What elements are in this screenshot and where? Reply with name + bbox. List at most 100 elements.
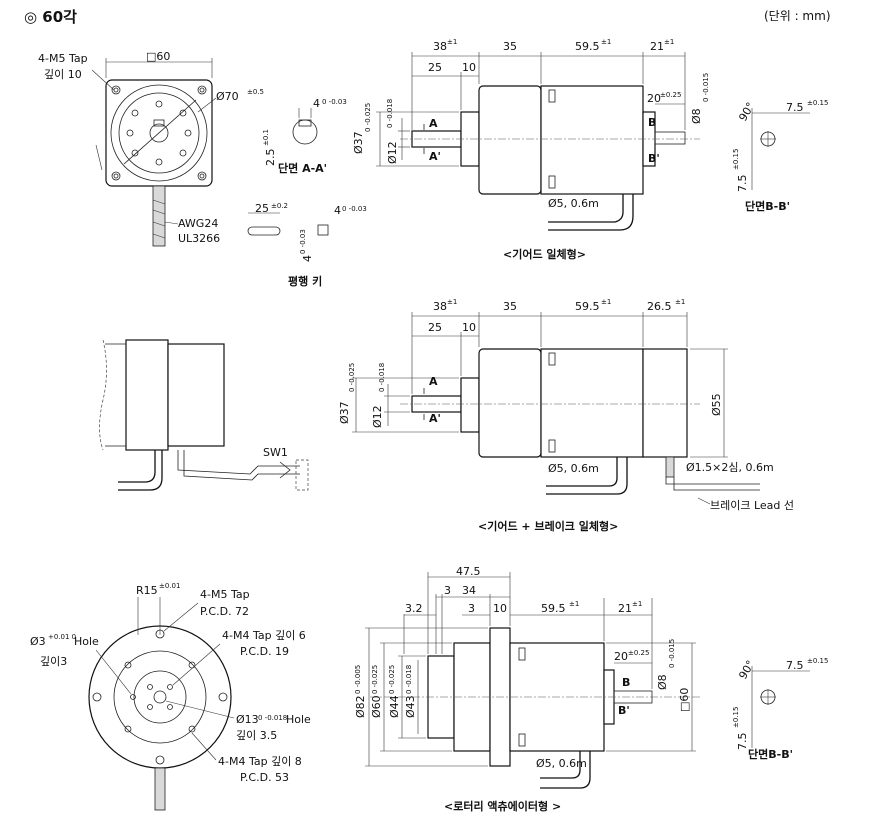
sec-a-dim-top-tol: 0 -0.03 — [322, 98, 347, 106]
rot-hole3-tol: +0.01 0 — [48, 633, 76, 641]
front-cable1: AWG24 — [178, 217, 218, 230]
brake-d265: 26.5 — [647, 300, 672, 313]
geared-d37-tol: 0 -0.025 — [364, 103, 372, 132]
rot-tap5: 4-M5 Tap — [200, 588, 250, 601]
side-sw: SW1 — [263, 446, 288, 459]
brake-d595-tol: ±1 — [601, 298, 611, 306]
rotary-front: R15 ±0.01 4-M5 Tap P.C.D. 72 4-M4 Tap 깊이… — [30, 582, 311, 811]
rot-d595-tol: ±1 — [569, 600, 579, 608]
geared-d35: 35 — [503, 40, 517, 53]
brake-caption: <기어드 + 브레이크 일체형> — [478, 519, 618, 533]
brake-d37: Ø37 — [338, 401, 351, 424]
brake-a: A — [429, 375, 438, 388]
front-cable2: UL3266 — [178, 232, 220, 245]
front-depth-label: 깊이 10 — [44, 68, 82, 81]
geared-d10: 10 — [462, 61, 476, 74]
front-square-label: □60 — [146, 50, 170, 63]
brake-d265-tol: ±1 — [675, 298, 685, 306]
brake-d25: 25 — [428, 321, 442, 334]
sec-b2-d90: 90° — [736, 658, 757, 681]
geared-d21-tol: ±1 — [664, 38, 674, 46]
rot-d10: 10 — [493, 602, 507, 615]
sec-b1-d75v-tol: ±0.15 — [732, 149, 740, 170]
geared-cable: Ø5, 0.6m — [548, 197, 599, 210]
key-w: 4 — [334, 204, 341, 217]
front-tap-label: 4-M5 Tap — [38, 52, 88, 65]
rot-caption: <로터리 액츄에이터형 > — [444, 799, 561, 813]
front-dia-label: Ø70 — [216, 90, 239, 103]
geared-b: B — [648, 116, 656, 129]
sec-b1-d75v: 7.5 — [736, 175, 749, 193]
rot-d44-tol: 0 -0.025 — [388, 665, 396, 694]
rot-hole13: Ø13 — [236, 713, 259, 726]
geared-d20: 20 — [647, 92, 661, 105]
parallel-key: 25 ±0.2 4 0 -0.03 4 0 -0.03 평행 키 — [247, 202, 367, 288]
sec-a-dim-side-tol: ±0.1 — [262, 129, 270, 146]
brake-a2: A' — [429, 412, 441, 425]
rot-cable: Ø5, 0.6m — [536, 757, 587, 770]
rot-depth35: 깊이 3.5 — [236, 729, 277, 742]
sec-b1-label: 단면B-B' — [745, 199, 790, 213]
rot-d475: 47.5 — [456, 565, 481, 578]
geared-d595: 59.5 — [575, 40, 600, 53]
front-dia-tol: ±0.5 — [247, 88, 264, 96]
brake-d10: 10 — [462, 321, 476, 334]
rot-r15: R15 — [136, 584, 158, 597]
brake-d12-tol: 0 -0.018 — [378, 363, 386, 392]
brake-d37-tol: 0 -0.025 — [348, 363, 356, 392]
geared-d8: Ø8 — [690, 108, 703, 124]
key-w-tol: 0 -0.03 — [342, 205, 367, 213]
rot-b: B — [622, 676, 630, 689]
geared-d21: 21 — [650, 40, 664, 53]
sec-b1-d75: 7.5 — [786, 101, 804, 114]
key-h-tol: 0 -0.03 — [299, 229, 307, 254]
brake-motor: 38 ±1 35 59.5 ±1 26.5 ±1 25 10 Ø55 Ø37 0… — [338, 298, 794, 533]
rot-d3b: 3 — [468, 602, 475, 615]
geared-d12: Ø12 — [386, 141, 399, 164]
key-len: 25 — [255, 202, 269, 215]
rot-d8: Ø8 — [656, 674, 669, 690]
section-a: 4 0 -0.03 2.5 ±0.1 단면 A-A' — [262, 97, 347, 175]
geared-motor: 38 ±1 35 59.5 ±1 21 ±1 25 10 20 ±0.25 Ø8… — [352, 38, 710, 261]
front-view: □60 4-M5 Tap 깊이 10 Ø70 ±0.5 AWG24 UL3266 — [38, 50, 264, 247]
rotary-actuator: 47.5 3.2 3 34 3 10 59.5 ±1 21 ±1 20 ±0.2… — [354, 565, 700, 813]
geared-d8-tol: 0 -0.015 — [702, 73, 710, 102]
geared-caption: <기어드 일체형> — [503, 247, 586, 261]
geared-d37: Ø37 — [352, 131, 365, 154]
rot-hole13b: Hole — [286, 713, 311, 726]
geared-d38-tol: ±1 — [447, 38, 457, 46]
rot-tap4b: 4-M4 Tap 깊이 8 — [218, 755, 302, 768]
key-len-tol: ±0.2 — [271, 202, 288, 210]
section-b2: 7.5 ±0.15 90° 7.5 ±0.15 단면B-B' — [732, 657, 828, 761]
rot-pcd19: P.C.D. 19 — [240, 645, 289, 658]
key-label: 평행 키 — [288, 274, 322, 288]
geared-d20-tol: ±0.25 — [660, 91, 681, 99]
side-view: SW1 — [99, 339, 309, 491]
brake-d38-tol: ±1 — [447, 298, 457, 306]
rot-d21-tol: ±1 — [632, 600, 642, 608]
rot-pcd72: P.C.D. 72 — [200, 605, 249, 618]
rot-d44: Ø44 — [388, 695, 401, 718]
rot-sq60: □60 — [678, 688, 691, 712]
geared-d38: 38 — [433, 40, 447, 53]
rot-hole13-tol: 0 -0.018 — [258, 714, 287, 722]
rot-depth3: 깊이3 — [40, 655, 67, 668]
rot-d82: Ø82 — [354, 695, 367, 718]
key-h: 4 — [301, 255, 314, 262]
sec-a-dim-top: 4 — [313, 97, 320, 110]
page-title: ◎ 60각 — [24, 8, 77, 26]
rot-d43: Ø43 — [404, 695, 417, 718]
rot-d20-tol: ±0.25 — [628, 649, 649, 657]
unit-label: (단위 : mm) — [764, 9, 831, 23]
sec-b2-label: 단면B-B' — [748, 747, 793, 761]
sec-a-dim-side: 2.5 — [264, 149, 277, 167]
sec-b2-d75-tol: ±0.15 — [807, 657, 828, 665]
sec-b1-d75-tol: ±0.15 — [807, 99, 828, 107]
geared-b2: B' — [648, 152, 660, 165]
rot-d43-tol: 0 -0.018 — [405, 665, 413, 694]
rot-d595: 59.5 — [541, 602, 566, 615]
rot-b2: B' — [618, 704, 630, 717]
rot-hole3b: Hole — [74, 635, 99, 648]
rot-d3a: 3 — [444, 584, 451, 597]
